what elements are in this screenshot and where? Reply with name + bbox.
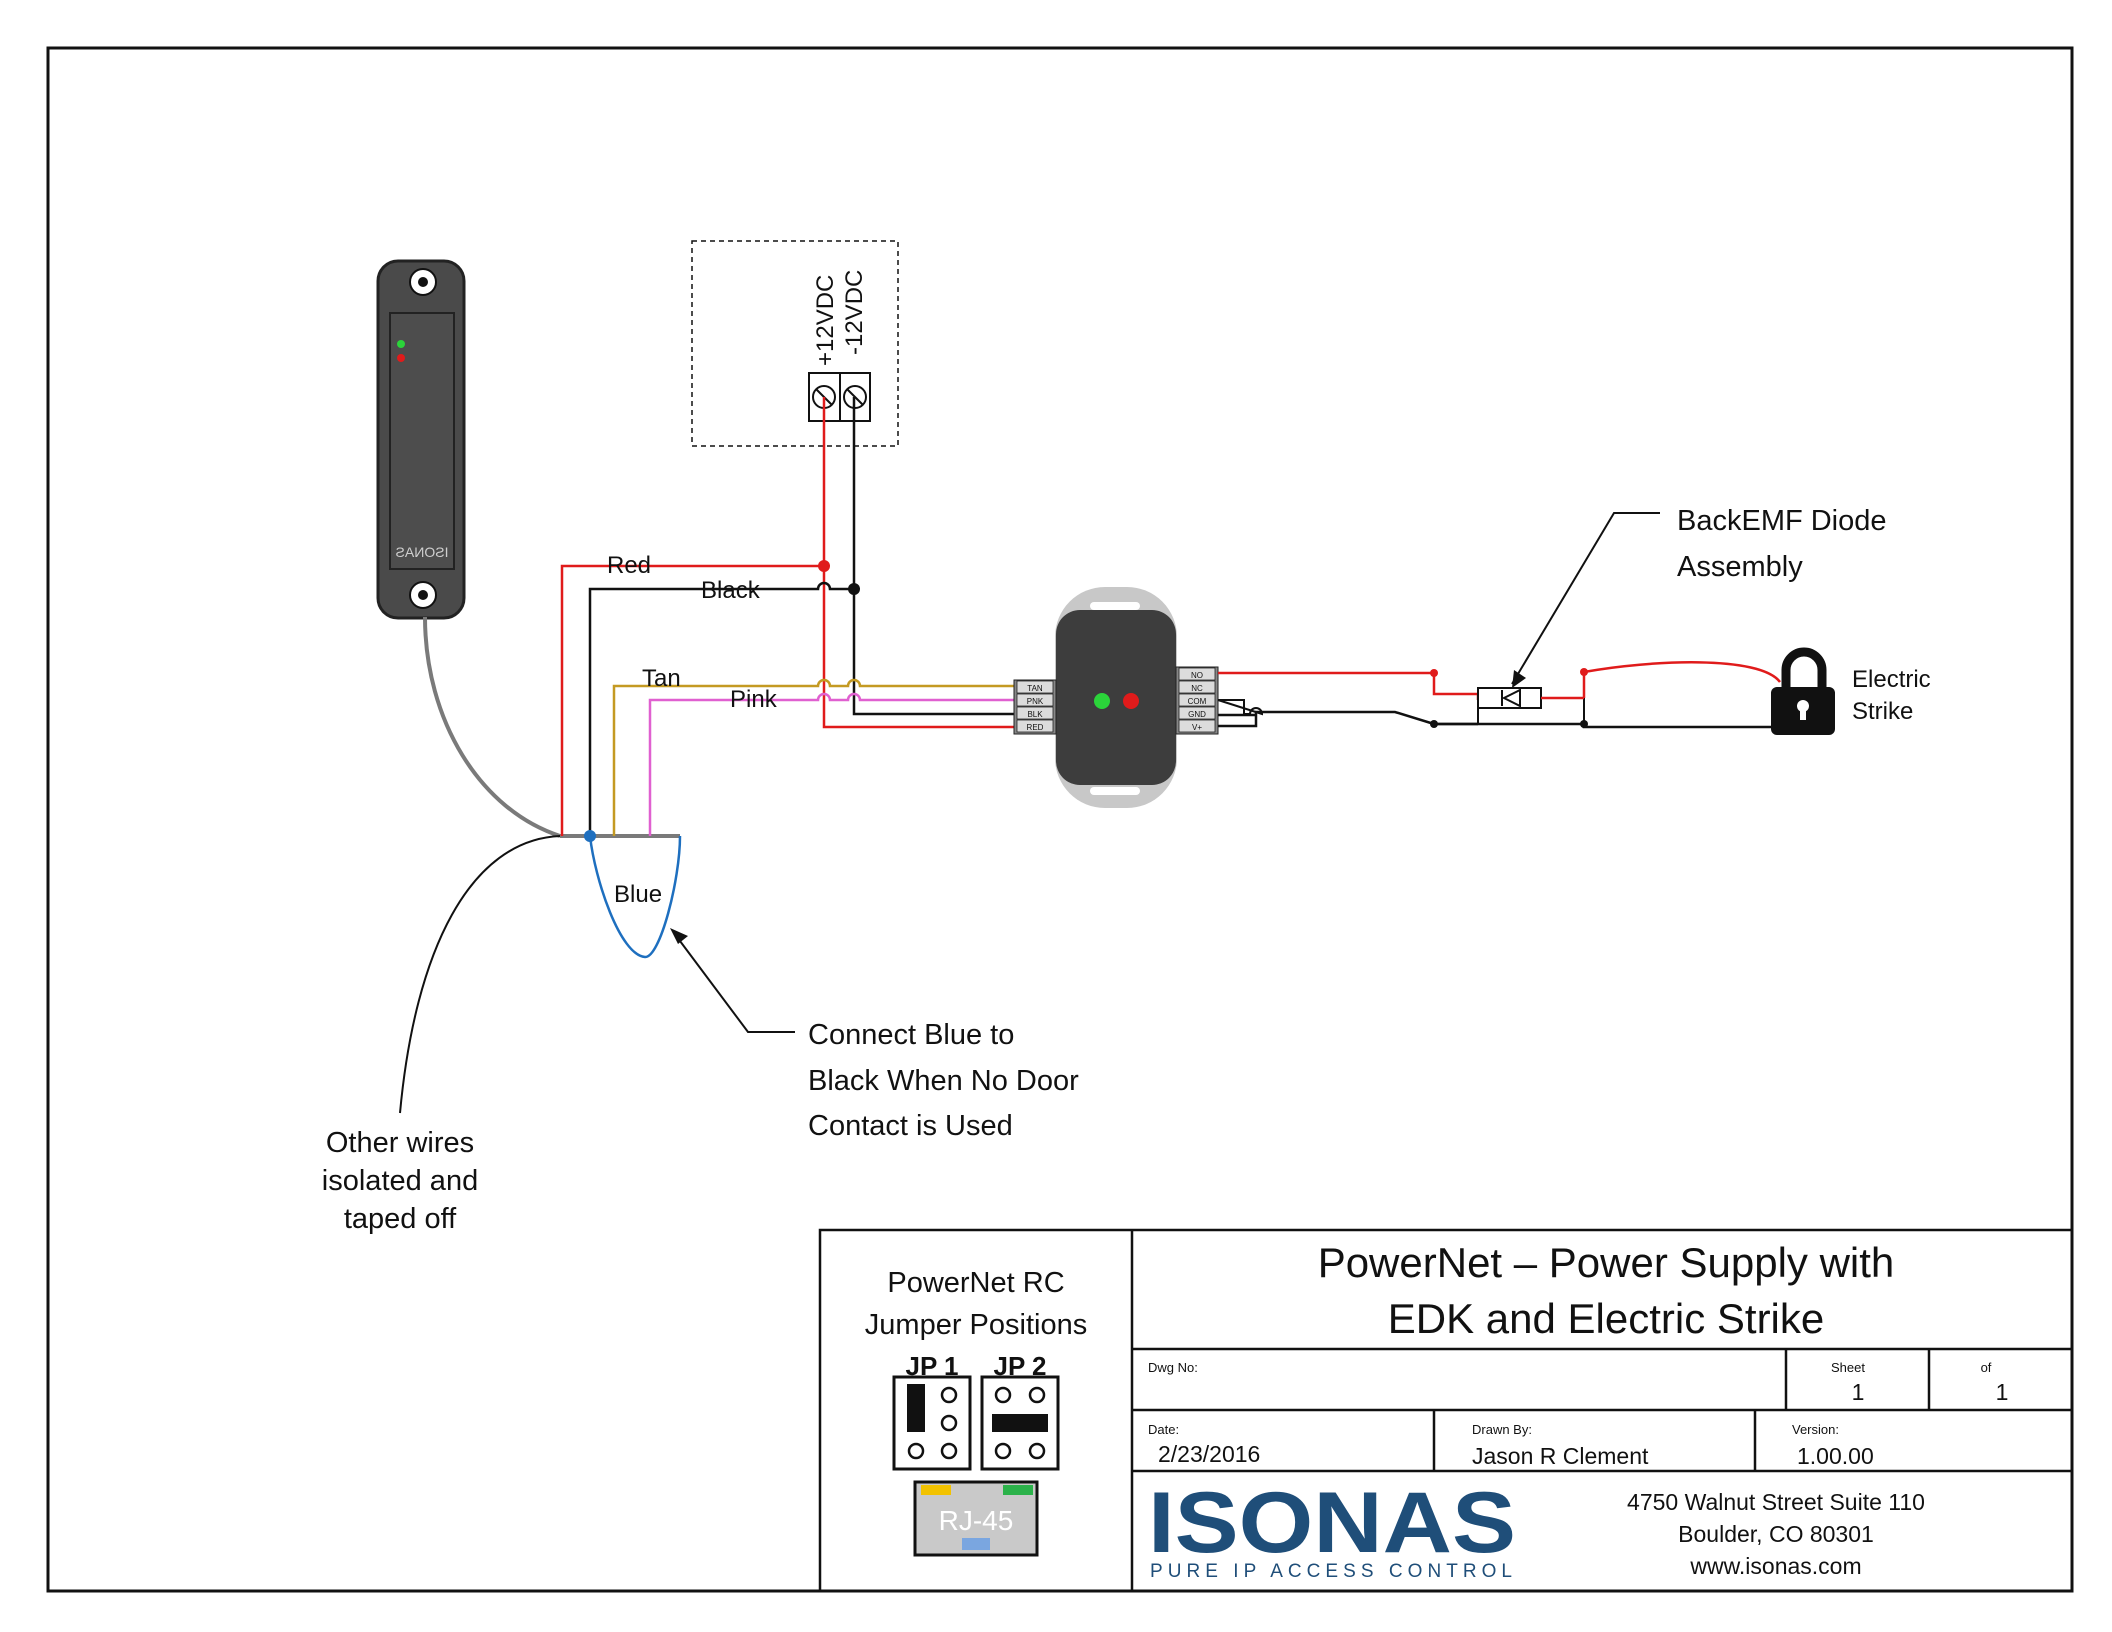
- drawing-border: [46, 46, 2074, 1593]
- other-note-line2: isolated and: [322, 1165, 478, 1197]
- no-junction: [1430, 669, 1438, 677]
- black-wire: [588, 581, 1014, 836]
- terminal-slot: [1178, 693, 1216, 707]
- of-label: of: [1981, 1360, 1992, 1375]
- diode-note-line1: BackEMF Diode: [1677, 505, 1887, 537]
- other-wires-leader: [399, 835, 561, 1114]
- drawn-by-value: Jason R Clement: [1472, 1443, 1649, 1469]
- diode-icon: [1476, 687, 1585, 724]
- strike-note-line2: Strike: [1852, 698, 1913, 725]
- terminal-label: COM: [1188, 697, 1207, 706]
- pink-wire: [648, 692, 1014, 836]
- blue-junction: [584, 830, 596, 842]
- isonas-logo: ISONAS PURE IP ACCESS CONTROL: [1148, 1475, 1516, 1582]
- terminal-label: BLK: [1027, 710, 1043, 719]
- diode-arrowhead: [1512, 670, 1526, 688]
- jumper-title-line2: Jumper Positions: [865, 1309, 1087, 1341]
- pos-12vdc-label: +12VDC: [812, 275, 839, 366]
- strike-neg-junction: [1580, 720, 1588, 728]
- of-value: 1: [1996, 1379, 2009, 1405]
- terminal-label: V+: [1192, 723, 1202, 732]
- date-value: 2/23/2016: [1158, 1441, 1260, 1467]
- terminal-slot: [1178, 706, 1216, 720]
- jp1-block: [892, 1375, 972, 1471]
- rj45-port: RJ-45: [913, 1480, 1039, 1557]
- blue-note-line2: Black When No Door: [808, 1065, 1079, 1097]
- terminal-label: TAN: [1027, 684, 1043, 693]
- pink-wire-label: Pink: [730, 686, 778, 713]
- drawing-title-line1: PowerNet – Power Supply with: [1318, 1239, 1895, 1286]
- blue-wire-label: Blue: [614, 881, 662, 908]
- neg-12vdc-label: -12VDC: [841, 270, 868, 355]
- reader-cable: [423, 616, 561, 838]
- tan-wire-label: Tan: [642, 665, 681, 692]
- terminal-slot: [1178, 719, 1216, 733]
- jp2-block: [980, 1375, 1060, 1471]
- terminal-label: PNK: [1027, 697, 1044, 706]
- red-led: [1123, 693, 1139, 709]
- jumper-title-line1: PowerNet RC: [887, 1267, 1064, 1299]
- black-junction: [848, 583, 860, 595]
- green-led: [1094, 693, 1110, 709]
- diode-leader: [1511, 512, 1660, 685]
- com-junction: [1430, 720, 1438, 728]
- drawn-by-label: Drawn By:: [1472, 1422, 1532, 1437]
- strike-note-line1: Electric: [1852, 666, 1931, 693]
- diode-black-lead: [1434, 722, 1780, 729]
- sheet-value: 1: [1852, 1379, 1865, 1405]
- logo-text: ISONAS: [1148, 1475, 1516, 1571]
- title-block: [818, 1228, 2074, 1593]
- terminal-slot: [1016, 719, 1054, 733]
- terminal-slot: [1178, 667, 1216, 681]
- terminal-screw-icon: [808, 372, 871, 422]
- blue-arrowhead: [670, 928, 688, 944]
- terminal-slot: [1016, 706, 1054, 720]
- strike-pos-wire: [1582, 661, 1782, 698]
- isonas-reader: ISONAS: [376, 259, 466, 620]
- black-wire-label: Black: [701, 577, 761, 604]
- terminal-slot: [1178, 680, 1216, 694]
- blue-note-line3: Contact is Used: [808, 1110, 1013, 1142]
- diode-note-line2: Assembly: [1677, 551, 1803, 583]
- terminal-slot: [1016, 693, 1054, 707]
- version-label: Version:: [1792, 1422, 1839, 1437]
- red-wire-label: Red: [607, 552, 651, 579]
- logo-tagline: PURE IP ACCESS CONTROL: [1150, 1561, 1512, 1582]
- blue-wire: [588, 835, 682, 959]
- reader-brand: ISONAS: [396, 544, 449, 560]
- blue-leader: [673, 932, 795, 1033]
- terminal-label: GND: [1188, 710, 1206, 719]
- red-junction: [818, 560, 830, 572]
- powernet-device: TAN PNK BLK RED NO NC COM GND V+: [1013, 587, 1219, 808]
- power-supply: +12VDC -12VDC: [691, 240, 899, 447]
- other-note-line3: taped off: [344, 1203, 457, 1235]
- lock-icon: [1771, 647, 1835, 735]
- other-note-line1: Other wires: [326, 1127, 474, 1159]
- terminal-slot: [1016, 680, 1054, 694]
- drawing-title-line2: EDK and Electric Strike: [1388, 1295, 1825, 1342]
- dwg-no-label: Dwg No:: [1148, 1360, 1198, 1375]
- address-line2: Boulder, CO 80301: [1678, 1521, 1874, 1547]
- terminal-label: NC: [1191, 684, 1203, 693]
- version-value: 1.00.00: [1797, 1443, 1874, 1469]
- sheet-label: Sheet: [1831, 1360, 1865, 1375]
- address-line3: www.isonas.com: [1689, 1553, 1861, 1579]
- com-switch-wire: [1218, 710, 1435, 728]
- terminal-label: NO: [1191, 671, 1203, 680]
- terminal-label: RED: [1027, 723, 1044, 732]
- date-label: Date:: [1148, 1422, 1179, 1437]
- no-wire: [1218, 671, 1478, 696]
- tan-wire: [612, 678, 1014, 836]
- rj45-label: RJ-45: [939, 1505, 1014, 1536]
- address-line1: 4750 Walnut Street Suite 110: [1627, 1489, 1925, 1515]
- blue-note-line1: Connect Blue to: [808, 1019, 1014, 1051]
- strike-pos-junction: [1580, 668, 1588, 676]
